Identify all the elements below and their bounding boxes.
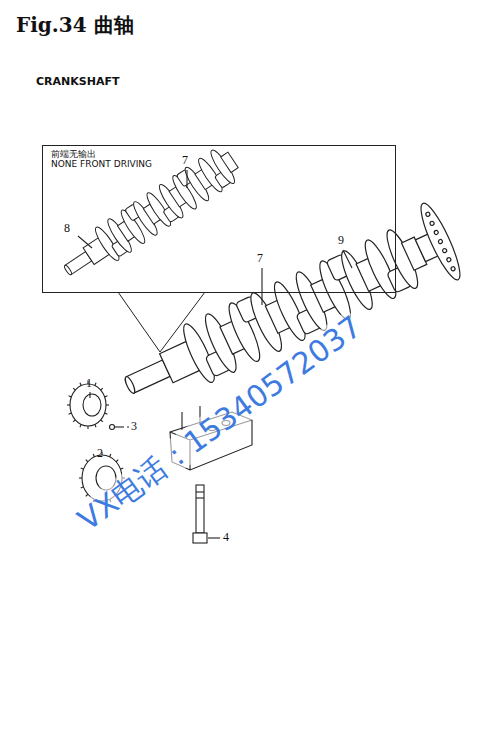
flange (415, 200, 467, 284)
callout-number: 2 (97, 447, 103, 460)
callout-number: 7 (182, 154, 188, 167)
figure-title: Fig.34 曲轴 (16, 14, 134, 36)
inset-heading: NONE FRONT DRIVING (51, 160, 387, 170)
callout-number: 7 (257, 252, 263, 265)
callout-number: 8 (64, 222, 70, 235)
callout-number: 3 (131, 420, 137, 433)
figure-subtitle: CRANKSHAFT (36, 76, 119, 88)
gear (70, 384, 106, 426)
screw (110, 425, 115, 430)
bolt (196, 485, 204, 533)
callout-number: 1 (86, 377, 92, 390)
inset-box: 前端无输出NONE FRONT DRIVING (42, 145, 396, 293)
callout-number: 4 (223, 531, 229, 544)
inset-heading: 前端无输出 (51, 150, 387, 160)
callout-number: 9 (338, 234, 344, 247)
